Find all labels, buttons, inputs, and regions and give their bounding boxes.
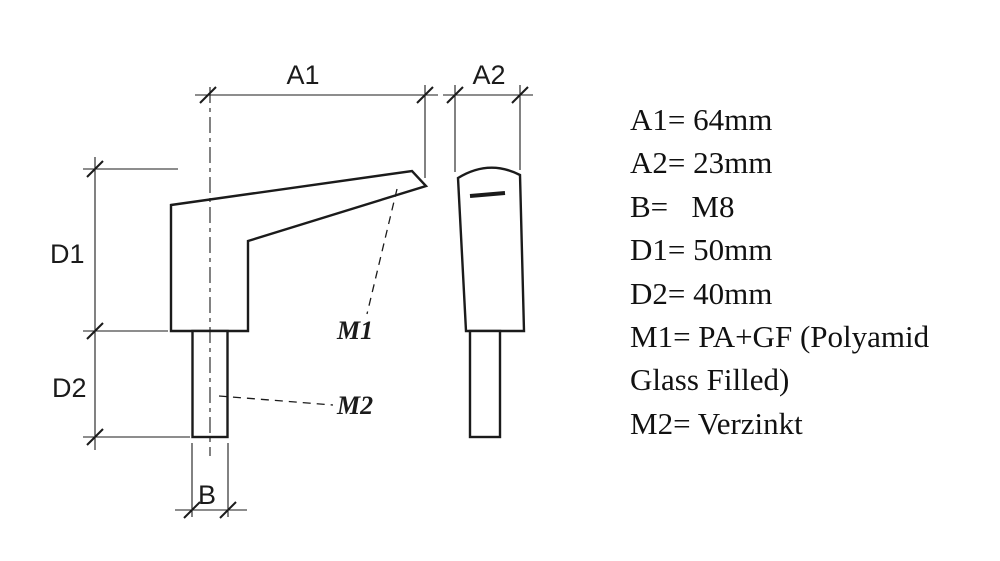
spec-line-d1: D1= 50mm [630, 232, 773, 268]
callout-m1: M1 [336, 188, 398, 345]
a1-tick-left [199, 86, 217, 104]
spec-line-m1-continued: Glass Filled) [630, 362, 790, 398]
lever-body-front-outline [456, 166, 526, 333]
m2-leader-line [218, 395, 334, 406]
b-tick-left [183, 501, 201, 519]
b-tick-right [219, 501, 237, 519]
a2-tick-right [511, 86, 529, 104]
d1-d2-tick-middle [86, 322, 104, 340]
front-view [456, 166, 526, 439]
spec-line-a2: A2= 23mm [630, 145, 773, 181]
m2-label: M2 [336, 391, 373, 420]
callout-m2: M2 [218, 391, 373, 420]
lever-tip-edge-front [469, 191, 506, 198]
d2-tick-bottom [86, 428, 104, 446]
spec-line-m2: M2= Verzinkt [630, 405, 803, 441]
side-view [169, 169, 429, 439]
d2-label: D2 [52, 373, 87, 403]
a2-tick-left [446, 86, 464, 104]
m1-label: M1 [336, 316, 373, 345]
b-label: B [198, 480, 216, 510]
a1-label: A1 [286, 60, 319, 90]
spec-line-a1: A1= 64mm [630, 102, 773, 137]
a2-label: A2 [472, 60, 505, 90]
dimension-a2: A2 [443, 60, 533, 172]
spec-line-d2: D2= 40mm [630, 275, 773, 311]
dimension-a1: A1 [195, 60, 438, 178]
d1-label: D1 [50, 239, 85, 269]
a1-tick-right [416, 86, 434, 104]
threaded-stud-front [468, 329, 502, 439]
lever-body-side-outline [169, 169, 429, 333]
m1-leader-line [366, 188, 398, 315]
spec-list: A1= 64mm A2= 23mm B= M8 D1= 50mm D2= 40m… [630, 98, 990, 445]
d1-tick-top [86, 160, 104, 178]
spec-line-b: B= M8 [630, 188, 735, 224]
dimension-b: B [175, 443, 247, 519]
dimension-d1-d2: D1 D2 [50, 157, 190, 450]
spec-line-m1: M1= PA+GF (Polyamid [630, 319, 930, 355]
